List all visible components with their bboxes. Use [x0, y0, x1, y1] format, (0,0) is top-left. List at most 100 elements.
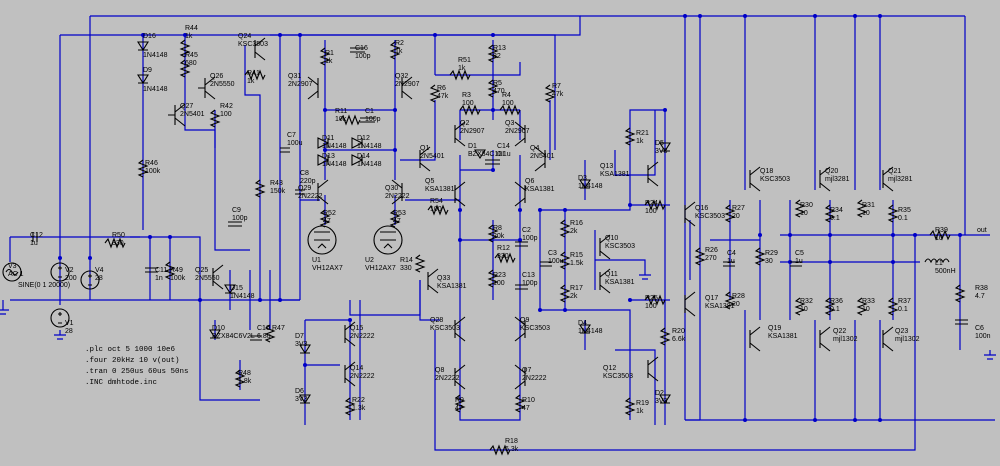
component-name-q22: Q22: [833, 328, 846, 335]
component-name-q27: Q27: [180, 103, 193, 110]
component-name-v2: V2: [65, 267, 74, 274]
component-name-c12: C12: [30, 232, 43, 239]
component-value-q13: KSA1381: [600, 171, 630, 178]
component-value-d7: 3V3: [295, 341, 308, 348]
component-name-q30: Q30: [385, 185, 398, 192]
component-value-r41: 1k: [247, 78, 255, 85]
component-name-r46: R46: [145, 160, 158, 167]
component-value-r34: 0.1: [830, 215, 840, 222]
component-name-r48: R48: [238, 370, 251, 377]
ground-symbols: [0, 270, 996, 360]
component-value-d6: 3V3: [295, 396, 308, 403]
component-name-d15: D15: [230, 285, 243, 292]
component-name-d12: D12: [357, 135, 370, 142]
component-value-r11: 10k: [335, 116, 347, 123]
component-name-c6: C6: [975, 325, 984, 332]
component-name-r26: R26: [705, 247, 718, 254]
component-value-r5: 470: [493, 88, 505, 95]
component-name-q31: Q31: [288, 73, 301, 80]
component-name-d16: D16: [143, 33, 156, 40]
component-name-r20: R20: [672, 328, 685, 335]
component-name-q25: Q25: [195, 267, 208, 274]
component-value-v4: 28: [95, 275, 103, 282]
component-value-v1: 28: [65, 328, 73, 335]
component-name-d14: D14: [357, 153, 370, 160]
component-name-r15: R15: [570, 252, 583, 259]
component-name-r6: R6: [437, 85, 446, 92]
component-value-q22: mjl1302: [833, 336, 858, 343]
component-name-c11: C11: [155, 267, 167, 274]
component-name-q23: Q23: [895, 328, 908, 335]
component-name-r32: R32: [800, 298, 813, 305]
component-name-r25: R25: [645, 295, 658, 302]
component-value-r27: 20: [732, 213, 740, 220]
component-value-q32: 2N2907: [395, 81, 420, 88]
component-value-r30: 10: [800, 210, 808, 217]
component-value-r9: 47: [455, 405, 463, 412]
component-value-r32: 10: [800, 306, 808, 313]
component-value-d15: 1N4148: [230, 293, 255, 300]
component-value-r48: 1.8k: [238, 378, 252, 385]
component-name-r37: R37: [898, 298, 911, 305]
component-value-r35: 0.1: [898, 215, 908, 222]
component-name-q24: Q24: [238, 33, 251, 40]
component-value-r4: 100: [502, 100, 514, 107]
component-name-q15: Q15: [350, 325, 363, 332]
component-value-r39: 10: [935, 235, 943, 242]
component-value-q23: mjl1302: [895, 336, 920, 343]
component-name-r4: R4: [502, 92, 511, 99]
component-name-r33: R33: [862, 298, 875, 305]
component-name-q7: Q7: [522, 367, 531, 374]
component-value-q4: 2N5401: [530, 153, 555, 160]
spice-directives: .plc oct 5 1000 10e6 .four 20kHz 10 v(ou…: [85, 346, 189, 387]
component-value-q8: 2N2222: [435, 375, 460, 382]
component-name-r38: R38: [975, 285, 988, 292]
component-name-q21: Q21: [888, 168, 901, 175]
component-value-r50: 330: [112, 240, 124, 247]
component-value-c16: 100p: [355, 53, 371, 60]
component-name-c1: C1: [365, 108, 374, 115]
component-name-q14: Q14: [350, 365, 363, 372]
component-value-r8: 20k: [493, 233, 505, 240]
component-name-c7: C7: [287, 132, 296, 139]
component-value-r36: 0.1: [830, 306, 840, 313]
component-name-v1: V1: [65, 320, 74, 327]
component-value-q25: 2N5550: [195, 275, 220, 282]
component-value-r52: 47: [323, 218, 331, 225]
component-name-q10: Q10: [605, 235, 618, 242]
component-name-q28: Q28: [430, 317, 443, 324]
component-name-r17: R17: [570, 285, 583, 292]
component-name-r28: R28: [732, 293, 745, 300]
component-value-c14: 0.1u: [497, 151, 511, 158]
component-name-c3: C3: [548, 250, 557, 257]
component-value-r54: 100: [430, 206, 442, 213]
component-name-q9: Q9: [520, 317, 529, 324]
component-value-r43: 150k: [270, 188, 286, 195]
component-value-r23: 100: [493, 280, 505, 287]
component-value-v3: AC 1: [8, 271, 24, 278]
component-name-r21: R21: [636, 130, 649, 137]
component-value-q3: 2N2907: [505, 128, 530, 135]
component-value-r46: 100k: [145, 168, 161, 175]
component-value-r20: 6.6k: [672, 336, 686, 343]
capacitor-symbols: [32, 47, 968, 341]
directive-line: .INC dmhtode.inc: [85, 379, 157, 387]
component-value-d2: 3V3: [655, 398, 668, 405]
component-value-q20: mjl3281: [825, 176, 850, 183]
component-value-c10: 6.8u: [257, 333, 271, 340]
component-name-r42: R42: [220, 103, 233, 110]
component-name-r31: R31: [862, 202, 875, 209]
component-value-r24: 100: [645, 208, 657, 215]
component-name-q16: Q16: [695, 205, 708, 212]
component-name-d13: D13: [322, 153, 335, 160]
component-value-c2: 100p: [522, 235, 538, 242]
component-value-q30: 2N2222: [385, 193, 410, 200]
component-value-q15: 2N2222: [350, 333, 375, 340]
component-name-r11: R11: [335, 108, 347, 115]
component-name-l1: L1: [935, 260, 943, 267]
component-name-q3: Q3: [505, 120, 514, 127]
component-value-r26: 270: [705, 255, 717, 262]
component-name-r18: R18: [505, 438, 518, 445]
component-value-q12: KSC3503: [603, 373, 633, 380]
component-name-c9: C9: [232, 207, 241, 214]
